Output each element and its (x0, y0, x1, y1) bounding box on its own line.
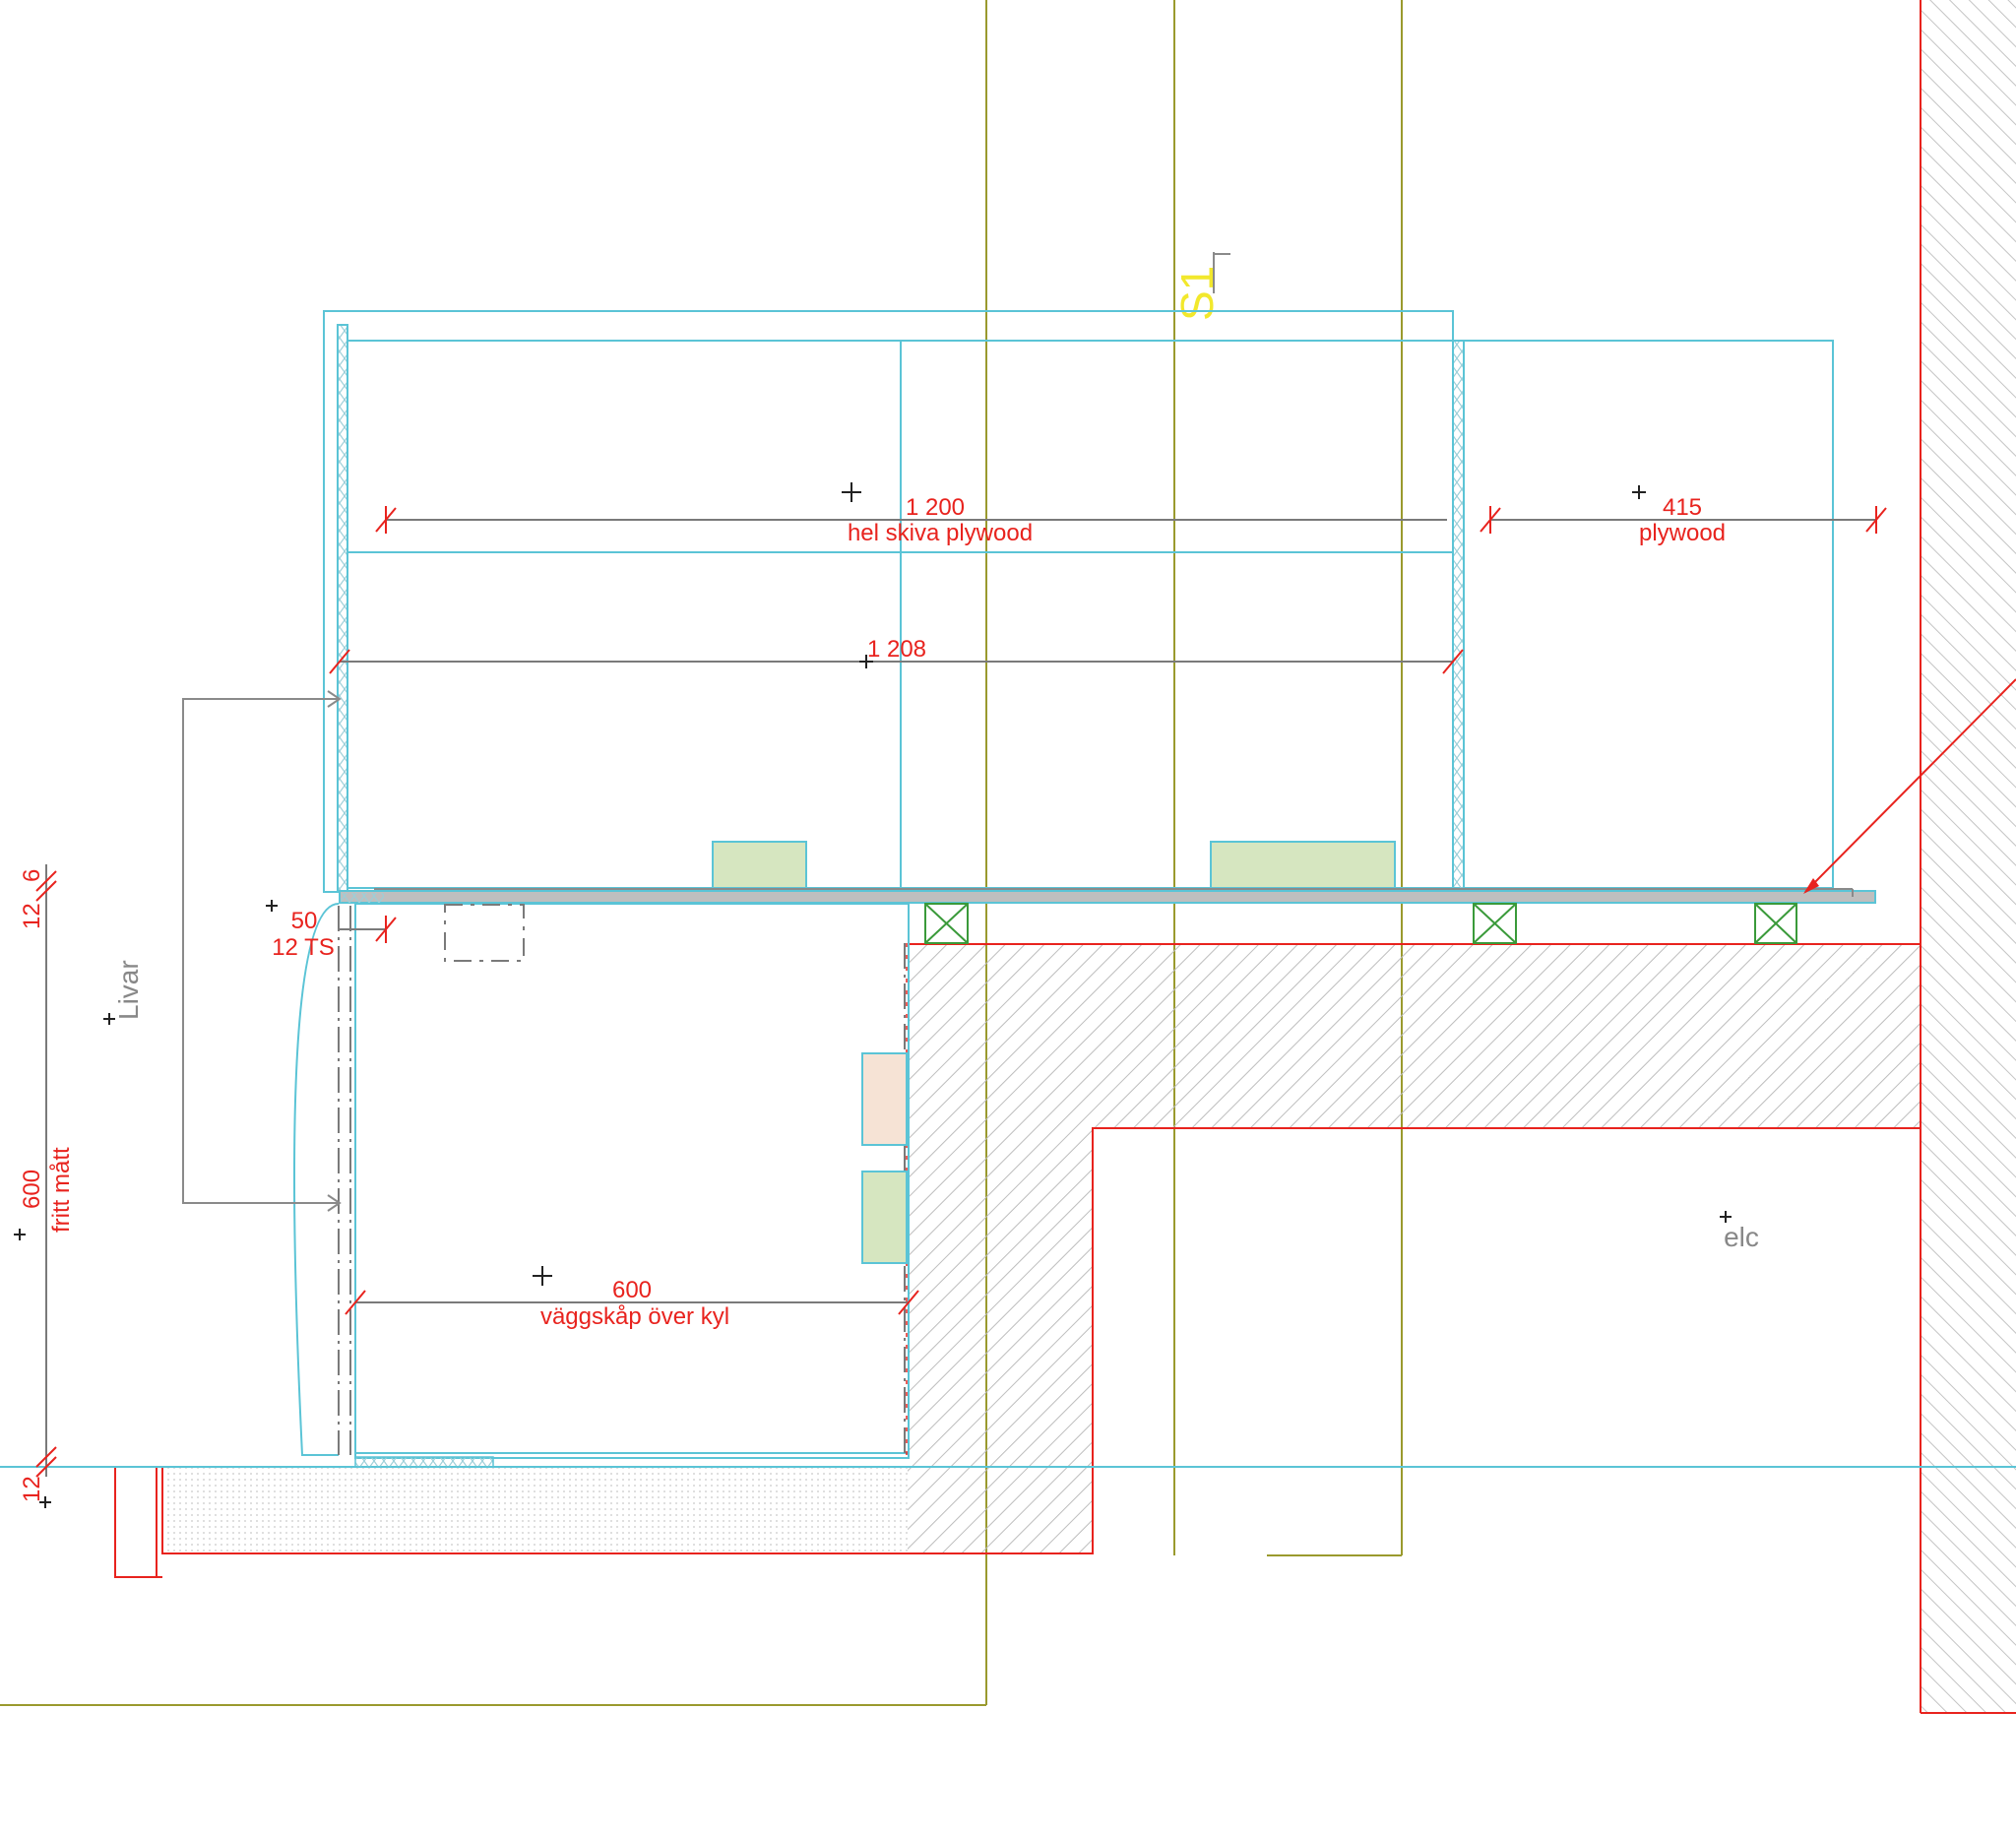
dim-415-value: 415 (1663, 494, 1702, 521)
studs (924, 903, 1797, 944)
dim-left-12-bottom: 12 (19, 1476, 45, 1502)
livar-label: Livar (113, 960, 144, 1020)
dim-50-value: 50 (291, 908, 318, 934)
upper-cabinet (323, 310, 1834, 893)
dim-600-value: 600 (612, 1277, 652, 1303)
right-wall (1920, 0, 2016, 1714)
horizontal-wall (908, 943, 1922, 1554)
stud-1 (924, 903, 969, 944)
dim-1200-value: 1 200 (906, 494, 965, 521)
dimension-lines (45, 519, 1876, 1477)
lower-cabinet (293, 903, 910, 1468)
elc-label: elc (1724, 1222, 1759, 1252)
dim-1208-value: 1 208 (867, 636, 926, 663)
dim-1200-note: hel skiva plywood (848, 520, 1033, 546)
green-box-2 (1210, 841, 1396, 889)
dim-left-6: 6 (19, 869, 45, 882)
grid-lines (0, 0, 1403, 1706)
insertion-markers (14, 482, 1732, 1508)
green-box-3 (861, 1171, 908, 1264)
dim-left-600-note: fritt mått (48, 1147, 75, 1233)
dim-600-note: väggskåp över kyl (540, 1303, 729, 1330)
floor-slab (114, 1466, 908, 1578)
dim-left-600-value: 600 (19, 1170, 45, 1209)
shelf-board (339, 888, 1876, 904)
dim-12ts-note: 12 TS (272, 934, 335, 961)
green-box-1 (712, 841, 807, 889)
livar-leader (182, 690, 342, 1212)
stud-2 (1473, 903, 1517, 944)
section-label: S1 (1171, 266, 1223, 321)
dim-415-note: plywood (1639, 520, 1726, 546)
middle-side-panel (1452, 340, 1465, 893)
dim-left-12-top: 12 (19, 903, 45, 929)
shelf-leader (1803, 678, 2016, 894)
dimension-ticks (35, 506, 1887, 1478)
left-side-panel (337, 324, 348, 893)
stud-3 (1754, 903, 1797, 944)
peach-box (861, 1052, 908, 1146)
